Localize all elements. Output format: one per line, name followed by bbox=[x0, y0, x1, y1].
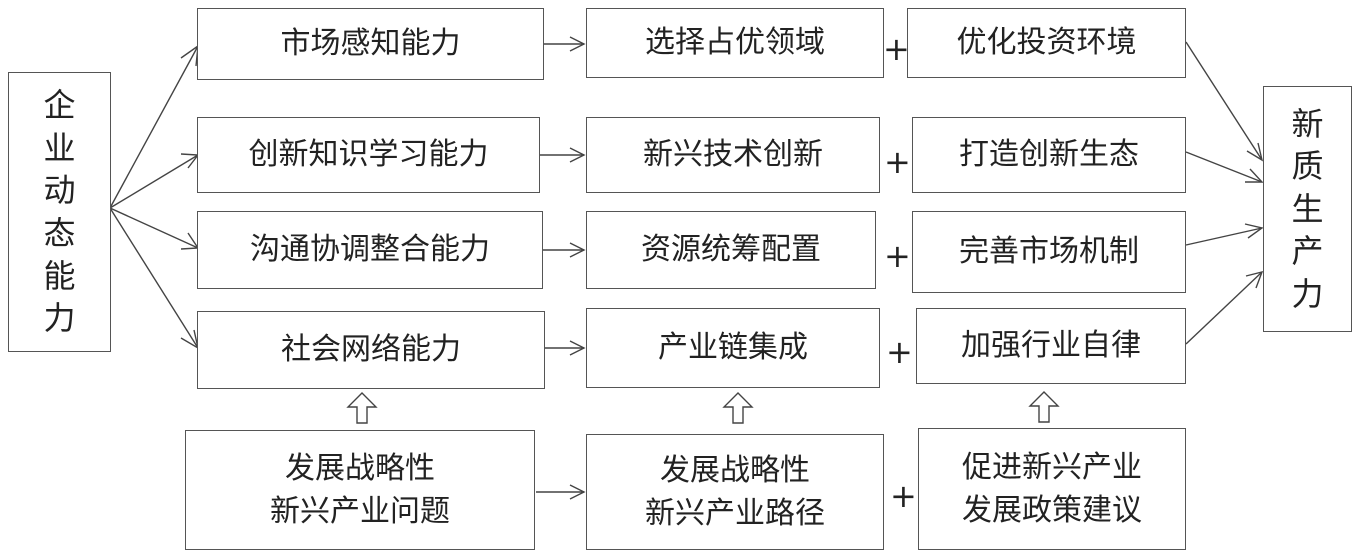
environment-box-2: 打造创新生态 bbox=[912, 117, 1186, 193]
fan-arrow-1 bbox=[109, 45, 199, 209]
merge-arrow-3 bbox=[1185, 227, 1263, 246]
problem-text: 发展战略性 新兴产业问题 bbox=[270, 447, 450, 534]
plus-sign-2: + bbox=[884, 143, 911, 181]
capability-box-3: 沟通协调整合能力 bbox=[197, 211, 543, 289]
plus-sign-5: + bbox=[890, 477, 917, 515]
action-box-4: 产业链集成 bbox=[586, 308, 880, 388]
row-arrowhead-3 bbox=[569, 242, 586, 258]
fan-arrow-3 bbox=[109, 207, 199, 249]
environment-box-3: 完善市场机制 bbox=[912, 211, 1186, 293]
plus-sign-4: + bbox=[886, 333, 913, 371]
fan-arrowhead-4 bbox=[180, 329, 200, 350]
environment-label-2: 打造创新生态 bbox=[959, 137, 1139, 172]
up-hollow-arrow-3 bbox=[1028, 391, 1060, 423]
capability-label-3: 沟通协调整合能力 bbox=[250, 232, 490, 267]
up-hollow-arrow-2 bbox=[722, 392, 754, 424]
problem-line-2: 新兴产业问题 bbox=[270, 494, 450, 529]
left-box-label: 企业动态能力 bbox=[43, 86, 76, 338]
action-label-2: 新兴技术创新 bbox=[643, 137, 823, 172]
merge-arrowhead-3 bbox=[1244, 223, 1264, 239]
policy-line-1: 促进新兴产业 bbox=[962, 449, 1142, 485]
policy-box: 促进新兴产业 发展政策建议 bbox=[918, 428, 1186, 550]
action-label-1: 选择占优领域 bbox=[645, 25, 825, 60]
capability-box-4: 社会网络能力 bbox=[197, 311, 545, 389]
environment-label-1: 优化投资环境 bbox=[956, 25, 1137, 60]
fan-arrow-4 bbox=[109, 207, 199, 349]
row-arrowhead-4 bbox=[569, 340, 586, 356]
capability-box-2: 创新知识学习能力 bbox=[197, 117, 540, 193]
environment-box-4: 加强行业自律 bbox=[916, 308, 1186, 384]
right-box-label: 新质生产力 bbox=[1291, 104, 1324, 313]
path-box: 发展战略性 新兴产业路径 bbox=[586, 434, 884, 550]
row-arrowhead-5 bbox=[569, 484, 586, 500]
merge-arrow-2 bbox=[1185, 151, 1263, 183]
path-line-2: 新兴产业路径 bbox=[645, 496, 825, 531]
path-line-1: 发展战略性 bbox=[660, 452, 810, 488]
path-text: 发展战略性 新兴产业路径 bbox=[645, 449, 825, 536]
row-arrowhead-2 bbox=[569, 147, 586, 163]
problem-line-1: 发展战略性 bbox=[285, 450, 435, 486]
merge-arrowhead-1 bbox=[1246, 142, 1264, 162]
fan-arrow-2 bbox=[109, 154, 199, 209]
right-box-new-productivity: 新质生产力 bbox=[1263, 86, 1352, 332]
plus-sign-3: + bbox=[884, 237, 911, 275]
capability-label-2: 创新知识学习能力 bbox=[248, 137, 489, 172]
merge-arrowhead-2 bbox=[1245, 168, 1264, 183]
action-label-3: 资源统筹配置 bbox=[641, 232, 821, 267]
policy-text: 促进新兴产业 发展政策建议 bbox=[962, 446, 1142, 533]
capability-box-1: 市场感知能力 bbox=[197, 8, 544, 80]
action-box-1: 选择占优领域 bbox=[586, 8, 884, 78]
merge-arrow-4 bbox=[1185, 271, 1263, 345]
policy-line-2: 发展政策建议 bbox=[962, 493, 1142, 528]
merge-arrowhead-4 bbox=[1245, 270, 1264, 289]
action-label-4: 产业链集成 bbox=[658, 330, 808, 365]
environment-label-4: 加强行业自律 bbox=[961, 328, 1141, 363]
capability-label-4: 社会网络能力 bbox=[281, 332, 461, 367]
action-box-2: 新兴技术创新 bbox=[586, 117, 880, 193]
environment-box-1: 优化投资环境 bbox=[907, 8, 1186, 78]
merge-arrow-1 bbox=[1185, 41, 1263, 161]
row-arrowhead-1 bbox=[569, 36, 586, 52]
problem-box: 发展战略性 新兴产业问题 bbox=[185, 430, 535, 550]
plus-sign-1: + bbox=[883, 30, 910, 68]
environment-label-3: 完善市场机制 bbox=[959, 234, 1139, 269]
left-box-dynamic-capability: 企业动态能力 bbox=[8, 72, 111, 352]
action-box-3: 资源统筹配置 bbox=[586, 211, 876, 289]
capability-label-1: 市场感知能力 bbox=[280, 26, 461, 61]
up-hollow-arrow-1 bbox=[346, 392, 378, 424]
